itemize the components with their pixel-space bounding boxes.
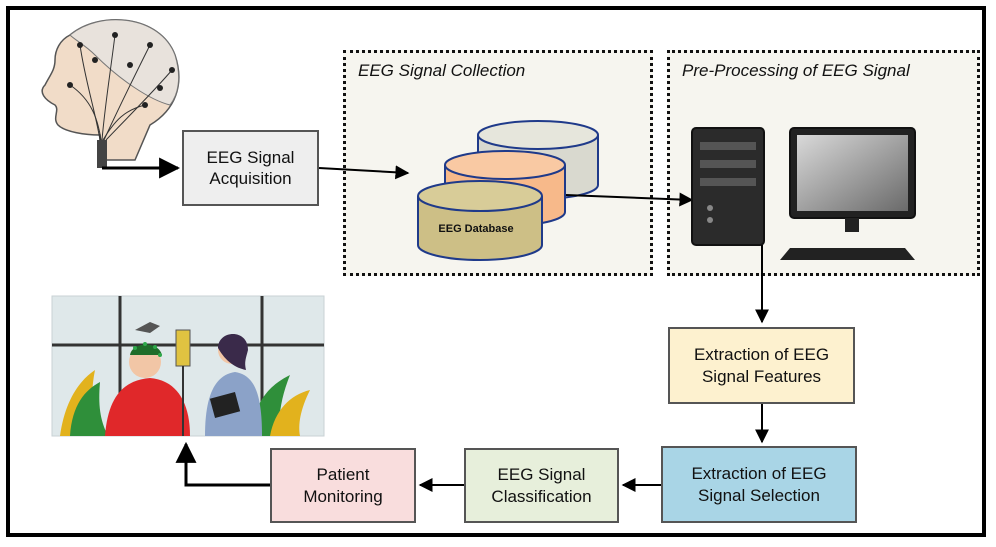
extraction-features-box: Extraction of EEG Signal Features [668, 327, 855, 404]
patient-doctor-illustration [51, 295, 325, 437]
monitoring-box: Patient Monitoring [270, 448, 416, 523]
database-icon [417, 120, 599, 261]
computer-tower-icon [691, 127, 765, 246]
collection-panel-title: EEG Signal Collection [358, 61, 526, 80]
acquisition-box: EEG Signal Acquisition [182, 130, 319, 206]
head-with-electrodes-icon [41, 18, 180, 168]
extraction-selection-box: Extraction of EEG Signal Selection [661, 446, 857, 523]
classification-box: EEG Signal Classification [464, 448, 619, 523]
monitor-icon [780, 127, 916, 260]
diagram-frame [6, 6, 986, 537]
preprocess-panel-title: Pre-Processing of EEG Signal [682, 61, 910, 80]
database-label: EEG Database [438, 223, 513, 235]
